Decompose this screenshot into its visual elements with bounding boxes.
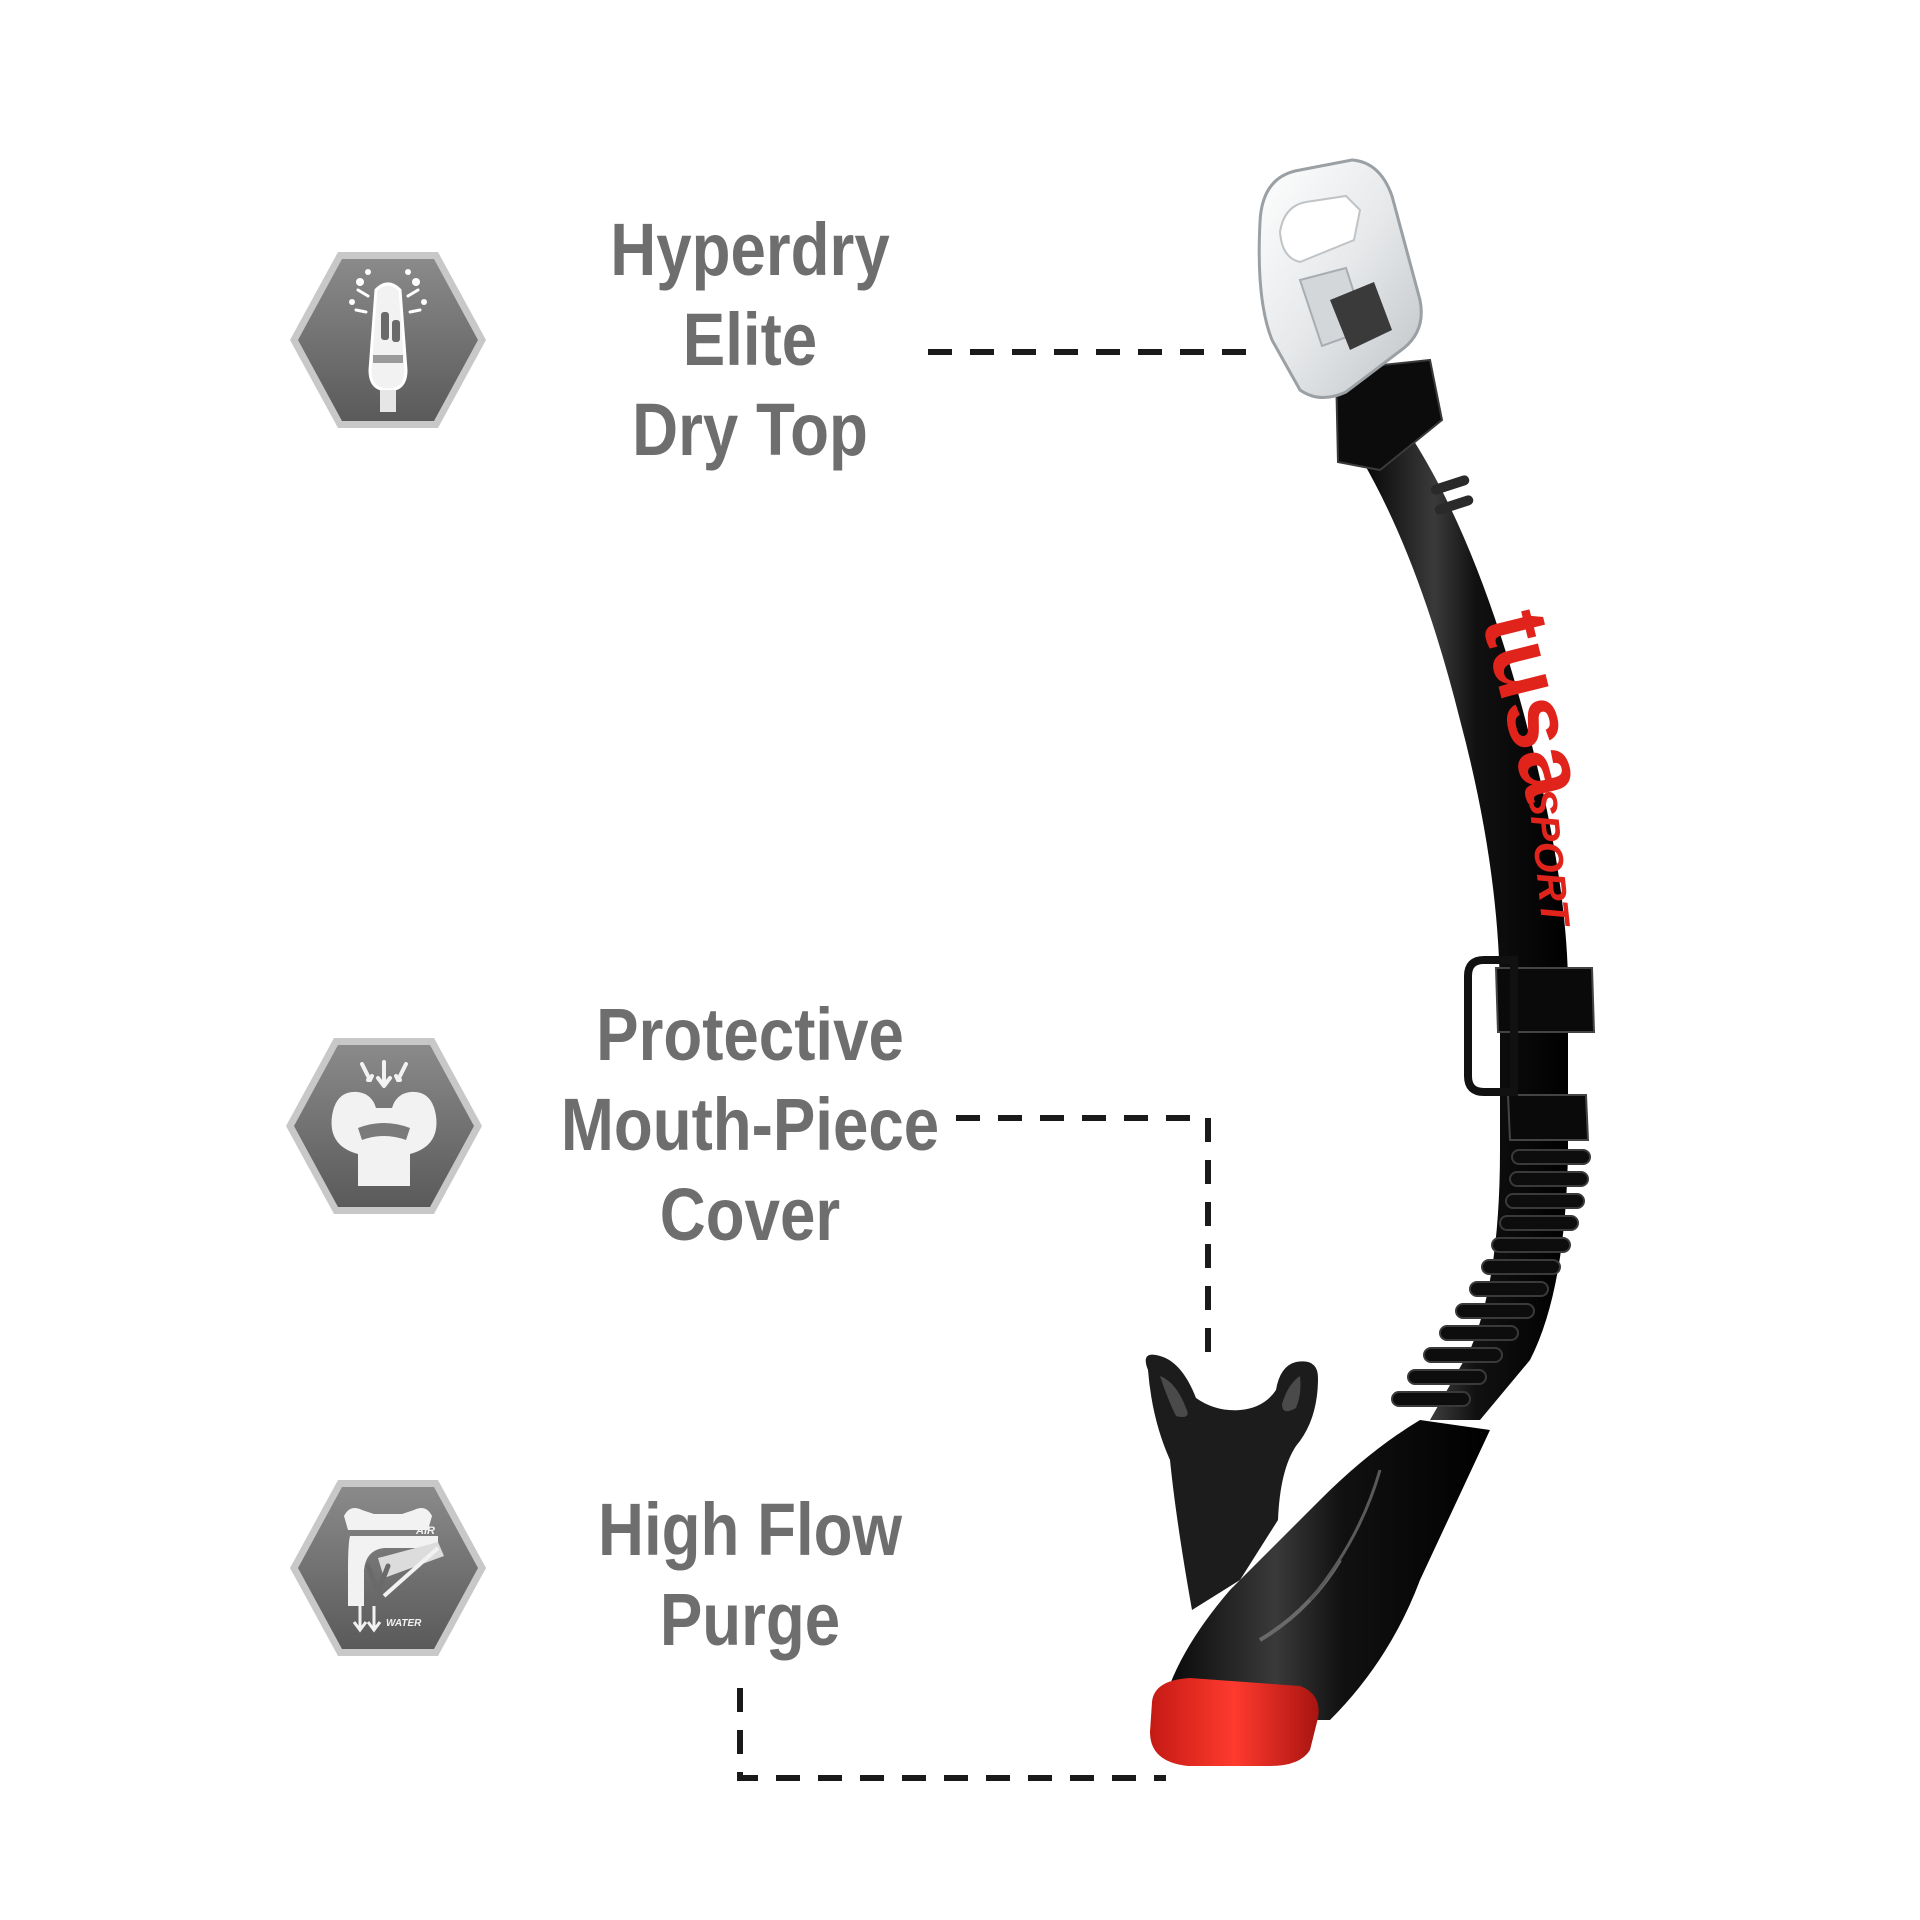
label-line: Hyperdry	[610, 208, 890, 291]
feature-label-purge: High Flow Purge	[587, 1485, 914, 1665]
label-line: Purge	[659, 1578, 841, 1661]
purge-valve-icon: AIR WATER	[290, 1480, 486, 1656]
water-label: WATER	[386, 1618, 422, 1629]
mouthpiece-icon	[286, 1038, 482, 1214]
label-line: Dry Top	[632, 388, 868, 471]
label-line: High Flow	[597, 1488, 903, 1571]
snorkel-keeper	[1464, 956, 1518, 1096]
flex-hose	[1391, 1149, 1591, 1407]
feature-label-mouthpiece-cover: Protective Mouth-Piece Cover	[561, 990, 939, 1260]
snorkel-tube	[1362, 420, 1569, 1420]
leader-line-mouthpiece-cover	[956, 1115, 1211, 1368]
tube-collar	[1494, 967, 1596, 1033]
leader-line-purge	[737, 1688, 1166, 1781]
mouthpiece	[1145, 1354, 1318, 1610]
label-line: Cover	[659, 1173, 841, 1256]
purge-valve-tip	[1150, 1678, 1319, 1766]
feature-label-dry-top: Hyperdry Elite Dry Top	[587, 205, 914, 475]
label-line: Mouth-Piece	[560, 1083, 940, 1166]
dry-top-base	[1334, 358, 1444, 472]
dry-top-icon	[290, 252, 486, 428]
label-line: Protective	[596, 993, 904, 1076]
air-label: AIR	[415, 1525, 435, 1537]
purge-chamber	[1160, 1420, 1490, 1720]
label-line: Elite	[682, 298, 818, 381]
tube-collar	[1506, 1094, 1590, 1141]
